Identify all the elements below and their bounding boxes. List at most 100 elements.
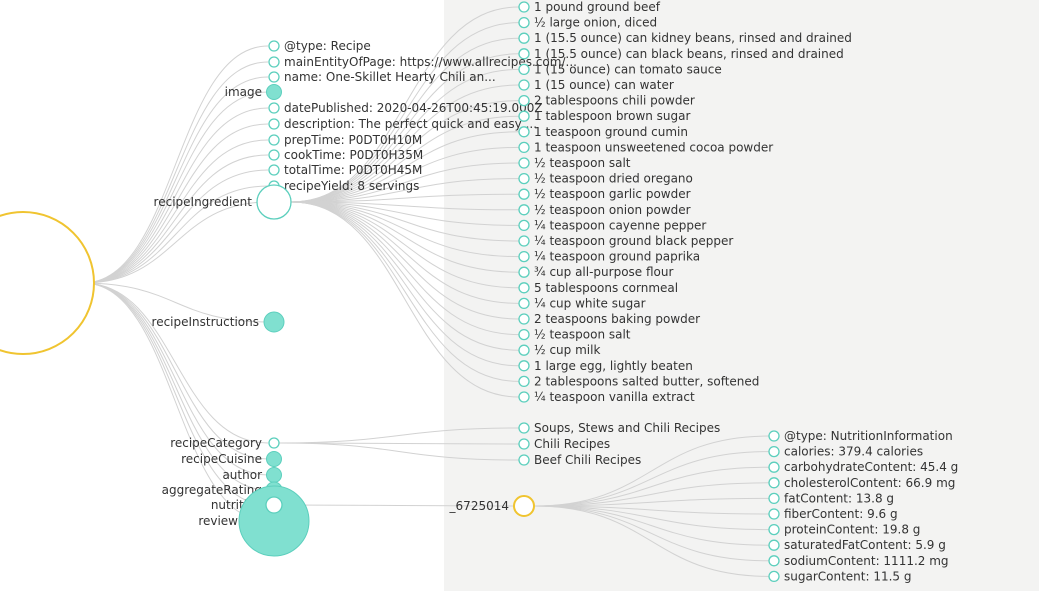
tree-link: [82, 282, 269, 444]
ingredient-node[interactable]: [518, 235, 530, 247]
nutrition-node-inner[interactable]: [265, 496, 283, 514]
ingredient-node[interactable]: [518, 110, 530, 122]
tree-link: [290, 100, 520, 203]
ingredient-node[interactable]: [518, 126, 530, 138]
ingredient-node[interactable]: [518, 375, 530, 388]
property-label: author: [222, 468, 262, 482]
property-node-preptime[interactable]: [268, 134, 280, 146]
property-node-recipeingredient[interactable]: [256, 184, 292, 220]
tree-link: [82, 169, 269, 284]
ingredient-label: 1 (15 ounce) can tomato sauce: [534, 62, 722, 76]
ingredient-node[interactable]: [518, 48, 530, 60]
property-node-type[interactable]: [268, 40, 280, 52]
ingredient-node[interactable]: [518, 328, 530, 341]
ingredient-node[interactable]: [518, 297, 530, 310]
tree-link: [290, 68, 520, 203]
ingredient-label: ¾ cup all-purpose flour: [534, 265, 674, 279]
root-node[interactable]: [0, 211, 95, 355]
ingredient-node[interactable]: [518, 16, 530, 29]
ingredient-label: ½ teaspoon salt: [534, 328, 631, 342]
ingredient-node[interactable]: [518, 282, 530, 294]
ingredient-label: ½ teaspoon onion powder: [534, 203, 691, 217]
ingredient-node[interactable]: [518, 313, 530, 325]
property-label: name: One-Skillet Hearty Chili an...: [284, 70, 496, 84]
property-label: aggregateRating: [162, 483, 262, 497]
tree-link: [290, 6, 520, 203]
ingredient-node[interactable]: [518, 141, 530, 154]
property-node-review[interactable]: [238, 485, 310, 557]
ingredient-node[interactable]: [518, 219, 530, 232]
ingredient-node[interactable]: [518, 188, 530, 200]
ingredient-label: 1 teaspoon unsweetened cocoa powder: [534, 140, 773, 154]
tree-link: [533, 435, 770, 507]
tree-link: [82, 154, 269, 284]
ingredient-label: ½ teaspoon salt: [534, 156, 631, 170]
tree-link: [290, 115, 520, 203]
property-node-cooktime[interactable]: [268, 149, 280, 161]
property-node-datepublished[interactable]: [268, 102, 280, 114]
ingredient-node[interactable]: [518, 172, 530, 185]
ingredient-node[interactable]: [518, 63, 530, 76]
ingredient-label: 2 tablespoons chili powder: [534, 94, 695, 108]
property-label: recipeYield: 8 servings: [284, 179, 419, 193]
nutrition-field-node[interactable]: [768, 570, 780, 583]
property-label: recipeIngredient: [154, 195, 253, 209]
ingredient-node[interactable]: [518, 391, 530, 403]
nutrition-field-node[interactable]: [768, 430, 780, 442]
tree-link: [82, 282, 269, 460]
ingredient-label: 5 tablespoons cornmeal: [534, 281, 678, 295]
property-label: prepTime: P0DT0H10M: [284, 133, 422, 147]
ingredient-node[interactable]: [518, 1, 530, 13]
tree-link: [290, 53, 520, 203]
ingredient-node[interactable]: [518, 32, 530, 44]
ingredient-node[interactable]: [518, 360, 530, 372]
nutrition-field-label: carbohydrateContent: 45.4 g: [784, 460, 958, 474]
tree-link: [82, 201, 269, 284]
nutrition-field-node[interactable]: [768, 523, 780, 536]
nutrition-field-node[interactable]: [768, 461, 780, 473]
property-node-totaltime[interactable]: [268, 164, 280, 176]
ingredient-label: ¼ cup white sugar: [534, 296, 646, 310]
property-node-name[interactable]: [268, 71, 280, 83]
nutrition-field-node[interactable]: [768, 555, 780, 567]
nutrition-field-node[interactable]: [768, 445, 780, 458]
tree-link: [290, 84, 520, 203]
property-node-author[interactable]: [266, 467, 282, 483]
tree-link: [82, 107, 269, 284]
tree-link: [82, 61, 269, 284]
property-node-description[interactable]: [268, 118, 280, 130]
tree-link: [82, 123, 269, 284]
category-node[interactable]: [518, 422, 530, 434]
ingredient-node[interactable]: [518, 94, 530, 107]
ingredient-node[interactable]: [518, 250, 530, 263]
ingredient-label: 2 teaspoons baking powder: [534, 312, 700, 326]
nutrition-field-node[interactable]: [768, 508, 780, 520]
nutrition-field-node[interactable]: [768, 492, 780, 505]
category-node[interactable]: [518, 438, 530, 450]
nutrition-field-label: cholesterolContent: 66.9 mg: [784, 476, 955, 490]
property-node-mainentityofpage[interactable]: [268, 56, 280, 68]
nutrition-field-node[interactable]: [768, 539, 780, 551]
ingredient-node[interactable]: [518, 266, 530, 278]
nutrition-object-node[interactable]: [513, 495, 535, 517]
ingredient-node[interactable]: [518, 157, 530, 169]
ingredient-node[interactable]: [518, 344, 530, 356]
property-node-recipeinstructions[interactable]: [263, 311, 285, 333]
nutrition-field-label: fiberContent: 9.6 g: [784, 507, 898, 521]
ingredient-label: 1 (15.5 ounce) can kidney beans, rinsed …: [534, 31, 852, 45]
ingredient-label: ½ large onion, diced: [534, 16, 657, 30]
ingredient-node[interactable]: [518, 204, 530, 216]
tree-link: [290, 201, 520, 242]
nutrition-field-label: @type: NutritionInformation: [784, 429, 953, 443]
property-label: @type: Recipe: [284, 39, 371, 53]
property-node-image[interactable]: [266, 84, 282, 100]
property-node-recipecategory[interactable]: [268, 437, 280, 449]
tree-link: [278, 442, 520, 445]
nutrition-field-label: proteinContent: 19.8 g: [784, 523, 920, 537]
category-node[interactable]: [518, 454, 530, 466]
nutrition-field-node[interactable]: [768, 477, 780, 489]
tree-link: [533, 505, 770, 546]
ingredient-node[interactable]: [518, 79, 530, 91]
property-node-recipecuisine[interactable]: [266, 451, 282, 467]
